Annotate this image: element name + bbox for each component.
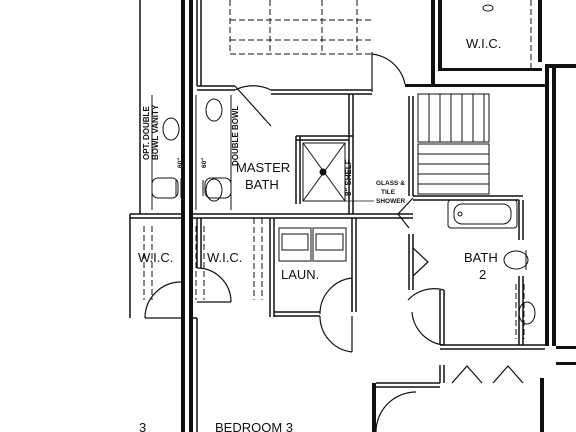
label-master-bath-2: BATH [245,177,279,192]
label-room-edge: 3 [139,420,146,432]
label-laundry: LAUN. [281,267,319,282]
note-opt-vanity-1: OPT. DOUBLE [142,106,151,160]
note-double-bowl: DOUBLE BOWL [231,105,240,166]
stairs [417,93,490,195]
doors [144,53,524,432]
note-opt-vanity-2: BOWL VANITY [151,104,160,160]
annotation-labels: GLASS & TILE SHOWER 8" SHELF OPT. DOUBLE… [142,104,406,205]
label-wic-top: W.I.C. [466,36,501,51]
note-glass-shower-2: TILE [381,189,396,196]
label-wic-mid: W.I.C. [207,250,242,265]
label-master-bath-1: MASTER [236,160,290,175]
note-glass-shower-3: SHOWER [376,198,406,205]
label-bath2-2: 2 [479,267,486,282]
note-dim-a: 60" [177,158,184,168]
fixtures [151,4,536,325]
label-wic-left: W.I.C. [138,250,173,265]
note-glass-shower-1: GLASS & [376,180,405,187]
note-shelf: 8" SHELF [344,159,353,196]
label-bedroom3: BEDROOM 3 [215,420,293,432]
exterior-walls [181,0,576,432]
room-labels: W.I.C. MASTER BATH W.I.C. W.I.C. LAUN. B… [138,36,501,432]
note-dim-b: 60" [201,158,208,168]
label-bath2-1: BATH [464,250,498,265]
